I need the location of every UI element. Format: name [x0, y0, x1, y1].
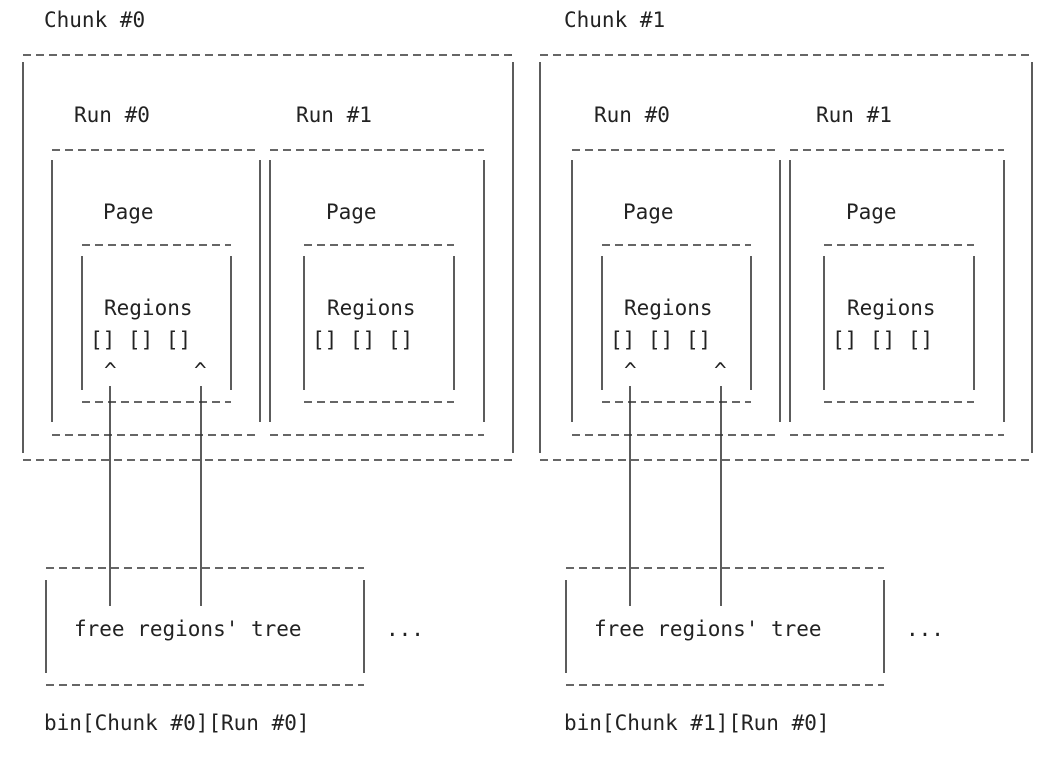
- run-0: Run #0 Page Regions [] [] [] ^ ^: [51, 103, 261, 436]
- page-label: Page: [103, 200, 154, 224]
- run-border: [571, 149, 781, 436]
- regions-label: Regions: [847, 296, 936, 320]
- run-0: Run #0 Page Regions [] [] [] ^ ^: [571, 103, 781, 436]
- ellipsis: ...: [386, 617, 424, 641]
- region-slots: [] [] []: [610, 328, 711, 352]
- run-1: Run #1 Page Regions [] [] []: [789, 103, 1005, 436]
- region-slots: [] [] []: [312, 328, 413, 352]
- free-tree-box: free regions' tree: [565, 567, 885, 686]
- region-pointer-caret: ^: [194, 359, 207, 383]
- run-title: Run #1: [296, 103, 372, 127]
- page-border: [601, 244, 752, 403]
- chunk-title: Chunk #1: [564, 8, 665, 32]
- run-title: Run #0: [74, 103, 150, 127]
- run-border: [51, 149, 261, 436]
- region-pointer-caret: ^: [104, 359, 117, 383]
- page-label: Page: [623, 200, 674, 224]
- region-pointer-caret: ^: [714, 359, 727, 383]
- page-label: Page: [846, 200, 897, 224]
- free-tree-label: free regions' tree: [594, 617, 822, 641]
- region-pointer-caret: ^: [624, 359, 637, 383]
- run-title: Run #1: [816, 103, 892, 127]
- page-border: [823, 244, 975, 403]
- chunk-0: Chunk #0 Run #0 Page Region: [22, 8, 514, 735]
- region-slots: [] [] []: [832, 328, 933, 352]
- pointer-lines: [109, 386, 202, 606]
- run-title: Run #0: [594, 103, 670, 127]
- run-border: [269, 149, 485, 436]
- ellipsis: ...: [906, 617, 944, 641]
- pointer-lines: [629, 386, 722, 606]
- page-border: [81, 244, 232, 403]
- run-border: [789, 149, 1005, 436]
- free-tree-label: free regions' tree: [74, 617, 302, 641]
- bin-label: bin[Chunk #1][Run #0]: [564, 711, 830, 735]
- region-slots: [] [] []: [90, 328, 191, 352]
- regions-label: Regions: [327, 296, 416, 320]
- run-1: Run #1 Page Regions [] [] []: [269, 103, 485, 436]
- chunk-title: Chunk #0: [44, 8, 145, 32]
- chunk-1: Chunk #1 Run #0 Page Regions []: [539, 8, 1033, 735]
- regions-label: Regions: [104, 296, 193, 320]
- page-label: Page: [326, 200, 377, 224]
- page-border: [303, 244, 455, 403]
- chunk-border: [22, 54, 514, 461]
- chunk-border: [539, 54, 1033, 461]
- regions-label: Regions: [624, 296, 713, 320]
- bin-label: bin[Chunk #0][Run #0]: [44, 711, 310, 735]
- free-tree-box: free regions' tree: [45, 567, 365, 686]
